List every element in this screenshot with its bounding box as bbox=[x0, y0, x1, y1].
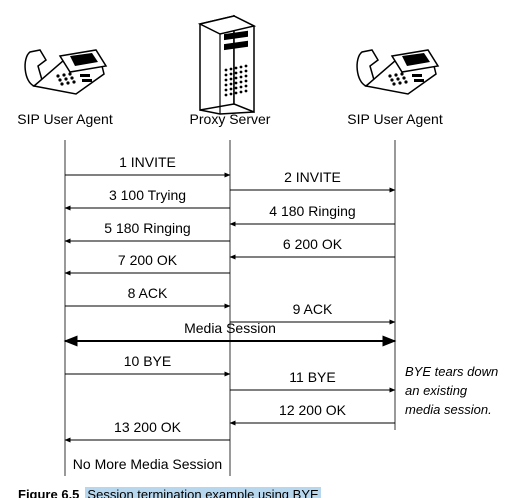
participant-label-right: SIP User Agent bbox=[347, 111, 443, 127]
message-label: 11 BYE bbox=[289, 369, 335, 385]
message-label: 13 200 OK bbox=[114, 419, 182, 435]
bye-note-line: media session. bbox=[405, 402, 492, 417]
message-label: 2 INVITE bbox=[284, 169, 341, 185]
message-label: 9 ACK bbox=[293, 301, 333, 317]
message-label: 6 200 OK bbox=[283, 236, 343, 252]
message-label: 10 BYE bbox=[124, 353, 171, 369]
message-label: 7 200 OK bbox=[118, 252, 178, 268]
bye-note-line: BYE tears down bbox=[405, 364, 498, 379]
message-label: Media Session bbox=[184, 320, 276, 336]
figure-caption-prefix: Figure 6.5 bbox=[18, 487, 80, 498]
message-label: 3 100 Trying bbox=[109, 187, 186, 203]
message-label: 8 ACK bbox=[128, 285, 168, 301]
message-label: 5 180 Ringing bbox=[104, 220, 190, 236]
figure-caption-text: Session termination example using BYE bbox=[85, 487, 321, 498]
bye-note-line: an existing bbox=[405, 383, 468, 398]
message-group: 1 INVITE 2 INVITE 3 100 Trying 4 180 Ringin… bbox=[63, 154, 397, 472]
ip-phone-icon bbox=[24, 49, 108, 95]
server-tower-icon bbox=[197, 14, 257, 115]
message-label: 4 180 Ringing bbox=[269, 203, 355, 219]
message-label: 12 200 OK bbox=[279, 402, 347, 418]
participant-label-left: SIP User Agent bbox=[17, 111, 113, 127]
bye-note: BYE tears down an existing media session… bbox=[405, 364, 502, 417]
message-label: 1 INVITE bbox=[119, 154, 176, 170]
figure-caption: Figure 6.5 Session termination example us… bbox=[18, 487, 321, 498]
message-label: No More Media Session bbox=[73, 456, 222, 472]
participant-label-proxy: Proxy Server bbox=[190, 111, 271, 127]
ip-phone-icon bbox=[356, 49, 440, 95]
